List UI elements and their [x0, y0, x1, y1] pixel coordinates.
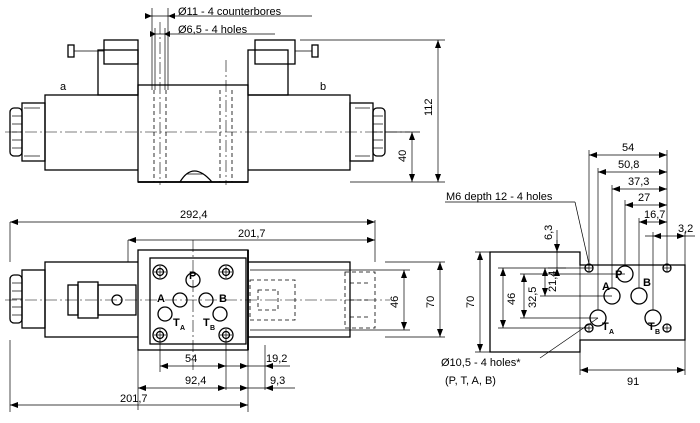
mounting-face-view: [445, 150, 695, 375]
rp-dim-70: 70: [465, 296, 477, 308]
rp-dim-50-8: 50,8: [618, 159, 639, 171]
dim-201-7-top: 201,7: [238, 228, 266, 240]
rp-dim-16-7: 16,7: [644, 209, 665, 221]
face-port-b-label: B: [643, 277, 651, 289]
counterbores-label: Ø11 - 4 counterbores: [178, 6, 282, 18]
port-t2-label: T: [203, 317, 210, 329]
dim-292-4: 292,4: [180, 209, 208, 221]
face-port-t-label: T: [602, 321, 609, 333]
face-port-b: [630, 287, 648, 305]
side-b-label: b: [320, 81, 326, 93]
face-port-t2-sub: B: [655, 329, 660, 336]
rp-dim-46: 46: [506, 293, 518, 305]
dim-54: 54: [185, 353, 197, 365]
valve-block: [137, 84, 249, 183]
right-connector: [247, 49, 289, 96]
rp-dim-54: 54: [622, 142, 634, 154]
port-t2-sub: B: [210, 325, 215, 332]
face-port-t-sub: A: [609, 329, 614, 336]
dim-46-right: 46: [389, 296, 401, 308]
dim-9-3: 9,3: [270, 375, 285, 387]
plan-view: [5, 219, 445, 412]
rp-dim-3-2: 3,2: [678, 223, 693, 235]
face-port-t2-label: T: [648, 321, 655, 333]
rp-dim-91: 91: [627, 376, 639, 388]
port-t-label: T: [173, 317, 180, 329]
dim-92-4: 92,4: [185, 375, 206, 387]
ports-holes-label: Ø10,5 - 4 holes*: [441, 357, 521, 369]
dim-70-right: 70: [425, 296, 437, 308]
dim-201-7-bottom: 201,7: [120, 393, 148, 405]
dim-19-2: 19,2: [266, 353, 287, 365]
ports-list-label: (P, T, A, B): [445, 375, 496, 387]
holes-label: Ø6,5 - 4 holes: [178, 24, 248, 36]
rp-dim-32-5: 32,5: [527, 287, 539, 308]
left-connector: [97, 49, 139, 96]
port-t-sub: A: [180, 325, 185, 332]
side-view: [5, 8, 445, 185]
port-a-label: A: [157, 293, 165, 305]
port-ta-hole: [157, 306, 173, 322]
rp-dim-6-3: 6,3: [543, 225, 555, 240]
dim-112: 112: [423, 98, 435, 116]
side-a-label: a: [60, 81, 67, 93]
port-b-label: B: [219, 293, 227, 305]
port-tb-hole: [212, 306, 228, 322]
rp-dim-21-4: 21,4: [547, 271, 559, 292]
rp-dim-27: 27: [638, 192, 650, 204]
face-port-a-label: A: [602, 281, 610, 293]
rp-dim-37-3: 37,3: [628, 176, 649, 188]
face-outline: [489, 251, 686, 353]
m6-holes-label: M6 depth 12 - 4 holes: [446, 191, 553, 203]
dim-40: 40: [397, 150, 409, 162]
port-p-label: P: [189, 270, 196, 282]
face-port-p-label: P: [615, 269, 622, 281]
